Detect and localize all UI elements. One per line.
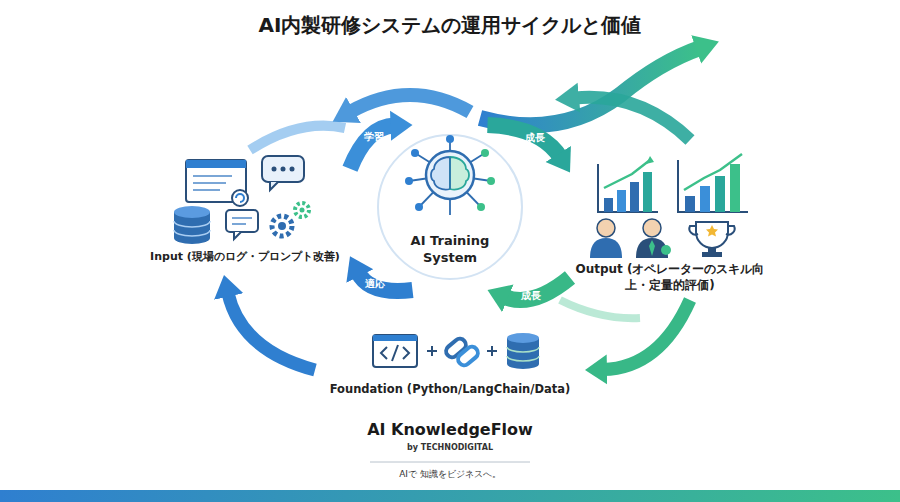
- node-text: AI Training System: [400, 233, 500, 267]
- cycle-arrow: [228, 293, 315, 370]
- node-text-group: AI Training System: [400, 233, 500, 267]
- input-icons: [140, 150, 350, 250]
- input-group: Input (現場のログ・プロンプト改善): [140, 150, 350, 275]
- system-hub: AI Training System: [375, 125, 525, 290]
- brand-byline: by TECHNODIGITAL: [407, 443, 493, 452]
- node-text-group: Input (現場のログ・プロンプト改善): [140, 250, 350, 264]
- node-illustration: [375, 125, 525, 294]
- cycle-arrow: [358, 272, 412, 291]
- diagram-title: AI内製研修システムの運用サイクルと価値: [0, 12, 900, 39]
- foundation-group: Foundation (Python/LangChain/Data): [315, 330, 585, 410]
- cycle-arrow: [603, 300, 690, 370]
- node-text: Input (現場のログ・プロンプト改善): [140, 250, 350, 264]
- node-illustration: [570, 150, 770, 264]
- node-illustration: [140, 150, 350, 254]
- output-group: Output (オペレーターのスキル向上・定量的評価): [570, 150, 770, 300]
- edge-label: 適応: [365, 277, 385, 291]
- edge-label: 成長: [525, 131, 545, 145]
- system-circle: [375, 125, 525, 290]
- edge-label: 成長: [521, 289, 541, 303]
- output-icons: [570, 150, 770, 260]
- brand-name: AI KnowledgeFlow: [367, 420, 533, 439]
- brand-tagline: AIで 知識をビジネスへ。: [399, 468, 501, 481]
- cycle-arrow: [350, 126, 395, 169]
- node-text-group: Foundation (Python/LangChain/Data): [315, 382, 585, 397]
- node-text: Foundation (Python/LangChain/Data): [315, 382, 585, 397]
- foundation-icons: [315, 330, 585, 375]
- node-text: Output (オペレーターのスキル向上・定量的評価): [570, 262, 770, 293]
- node-text-group: Output (オペレーターのスキル向上・定量的評価): [570, 262, 770, 293]
- node-illustration: [315, 330, 585, 379]
- edge-label: 学習: [364, 130, 384, 144]
